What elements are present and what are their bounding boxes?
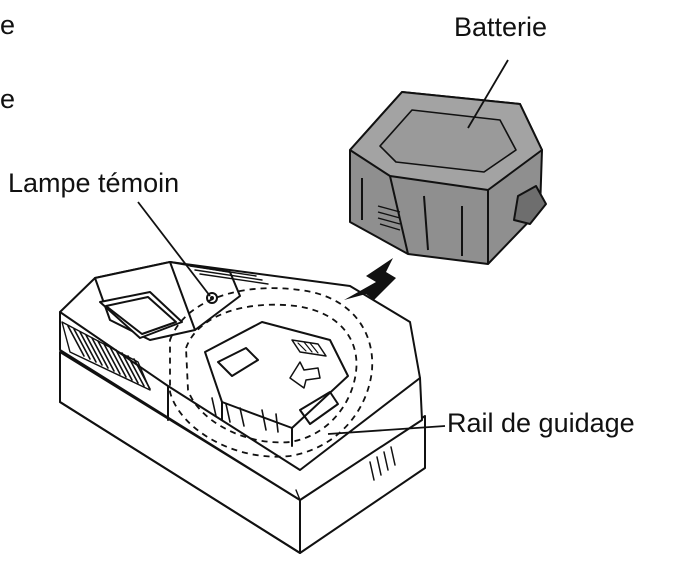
leader-guide-rail xyxy=(327,425,446,435)
label-indicator-lamp: Lampe témoin xyxy=(8,168,180,198)
charger-base-edge xyxy=(59,401,301,554)
battery-latch xyxy=(513,185,547,225)
cropped-text-line-1: e xyxy=(0,10,16,40)
battery-pack xyxy=(349,91,547,265)
slot-arrow-icon xyxy=(289,361,321,389)
charger-vents-right xyxy=(369,446,396,481)
leader-lines xyxy=(137,59,509,435)
label-battery: Batterie xyxy=(454,12,548,42)
charger xyxy=(59,261,426,554)
guide-rail-left xyxy=(217,347,259,377)
battery-top-panel xyxy=(379,109,517,173)
leader-indicator-lamp xyxy=(137,201,211,297)
charger-vents-left xyxy=(61,321,151,391)
guide-rail-right xyxy=(299,391,339,425)
cropped-text-line-2: e xyxy=(0,84,16,114)
slot-terminals xyxy=(291,339,327,357)
slot-highlight-dashed xyxy=(169,287,374,458)
leader-battery xyxy=(467,59,509,129)
insertion-arrow-icon xyxy=(344,258,396,300)
label-guide-rail: Rail de guidage xyxy=(447,408,635,438)
